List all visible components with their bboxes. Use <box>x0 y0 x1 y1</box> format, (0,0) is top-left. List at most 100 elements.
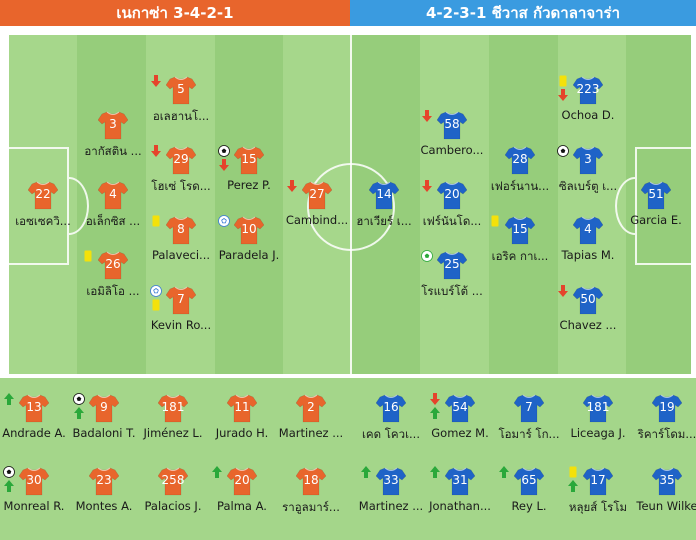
sub-on-icon <box>3 480 15 492</box>
jersey-number: 7 <box>177 292 185 306</box>
player-name: เอริค กาเ... <box>491 249 549 263</box>
jersey-icon <box>573 75 603 105</box>
jersey-number: 15 <box>512 222 528 236</box>
jersey-number: 2 <box>307 400 315 414</box>
jersey-icon <box>166 145 196 175</box>
player-name: อเล็กซิส ... <box>85 214 141 228</box>
player-name: เคด โควเ... <box>362 427 420 441</box>
yellow-card-icon <box>567 466 579 478</box>
jersey-icon <box>158 466 188 496</box>
player-name: เฟอร์นาน... <box>490 179 550 193</box>
jersey-number: 27 <box>309 187 325 201</box>
jersey-icon <box>573 285 603 315</box>
away-team-formation[interactable]: 4-2-3-1 ชีวาส กัวดาลาจาร่า <box>350 0 696 26</box>
player-name: Kevin Ro... <box>150 318 212 332</box>
jersey-number: 20 <box>444 187 460 201</box>
away-sub-player[interactable]: 16 เคด โควเ... <box>348 393 434 453</box>
player-name: Jurado H. <box>215 426 269 440</box>
player-name: Palaveci... <box>151 248 211 262</box>
jersey-number: 4 <box>584 222 592 236</box>
jersey-icon <box>583 466 613 496</box>
player-name: Paradela J. <box>218 248 280 262</box>
away-sub-player[interactable]: 19 ริคาร์โดม... <box>624 393 696 453</box>
home-team-formation[interactable]: เนกาซ่า 3-4-2-1 <box>0 0 350 26</box>
sub-off-icon <box>557 285 569 297</box>
jersey-icon <box>376 466 406 496</box>
away-player[interactable]: 15 เอริค กาเ... <box>477 215 563 275</box>
jersey-number: 3 <box>584 152 592 166</box>
jersey-icon <box>98 250 128 280</box>
jersey-number: 58 <box>444 117 460 131</box>
sub-off-icon <box>150 145 162 157</box>
player-name: Perez P. <box>227 178 271 192</box>
jersey-number: 7 <box>525 400 533 414</box>
player-name: Rey L. <box>511 499 547 513</box>
player-name: Chavez ... <box>559 318 617 332</box>
jersey-icon <box>445 393 475 423</box>
jersey-number: 11 <box>234 400 250 414</box>
jersey-number: 54 <box>452 400 468 414</box>
player-name: Palma A. <box>217 499 267 513</box>
jersey-number: 4 <box>109 187 117 201</box>
jersey-number: 14 <box>376 187 392 201</box>
player-name: Badaloni T. <box>72 426 136 440</box>
jersey-icon <box>234 145 264 175</box>
player-name: ริคาร์โดม... <box>637 427 696 441</box>
jersey-icon <box>89 466 119 496</box>
home-player[interactable]: 4 อเล็กซิส ... <box>70 180 156 240</box>
jersey-number: 3 <box>109 117 117 131</box>
player-name: โฮเซ่ โรด... <box>151 179 211 193</box>
jersey-number: 258 <box>161 473 185 487</box>
player-name: Jonathan... <box>429 499 491 513</box>
jersey-number: 19 <box>659 400 675 414</box>
sub-off-icon <box>421 110 433 122</box>
jersey-number: 16 <box>383 400 399 414</box>
player-name: Ochoa D. <box>561 108 615 122</box>
goal-icon <box>557 145 569 157</box>
sub-on-icon <box>73 407 85 419</box>
sub-on-icon <box>429 466 441 478</box>
jersey-icon <box>514 393 544 423</box>
home-player[interactable]: 29 โฮเซ่ โรด... <box>138 145 224 205</box>
sub-on-icon <box>429 407 441 419</box>
pitch <box>7 33 693 376</box>
jersey-number: 29 <box>173 152 189 166</box>
